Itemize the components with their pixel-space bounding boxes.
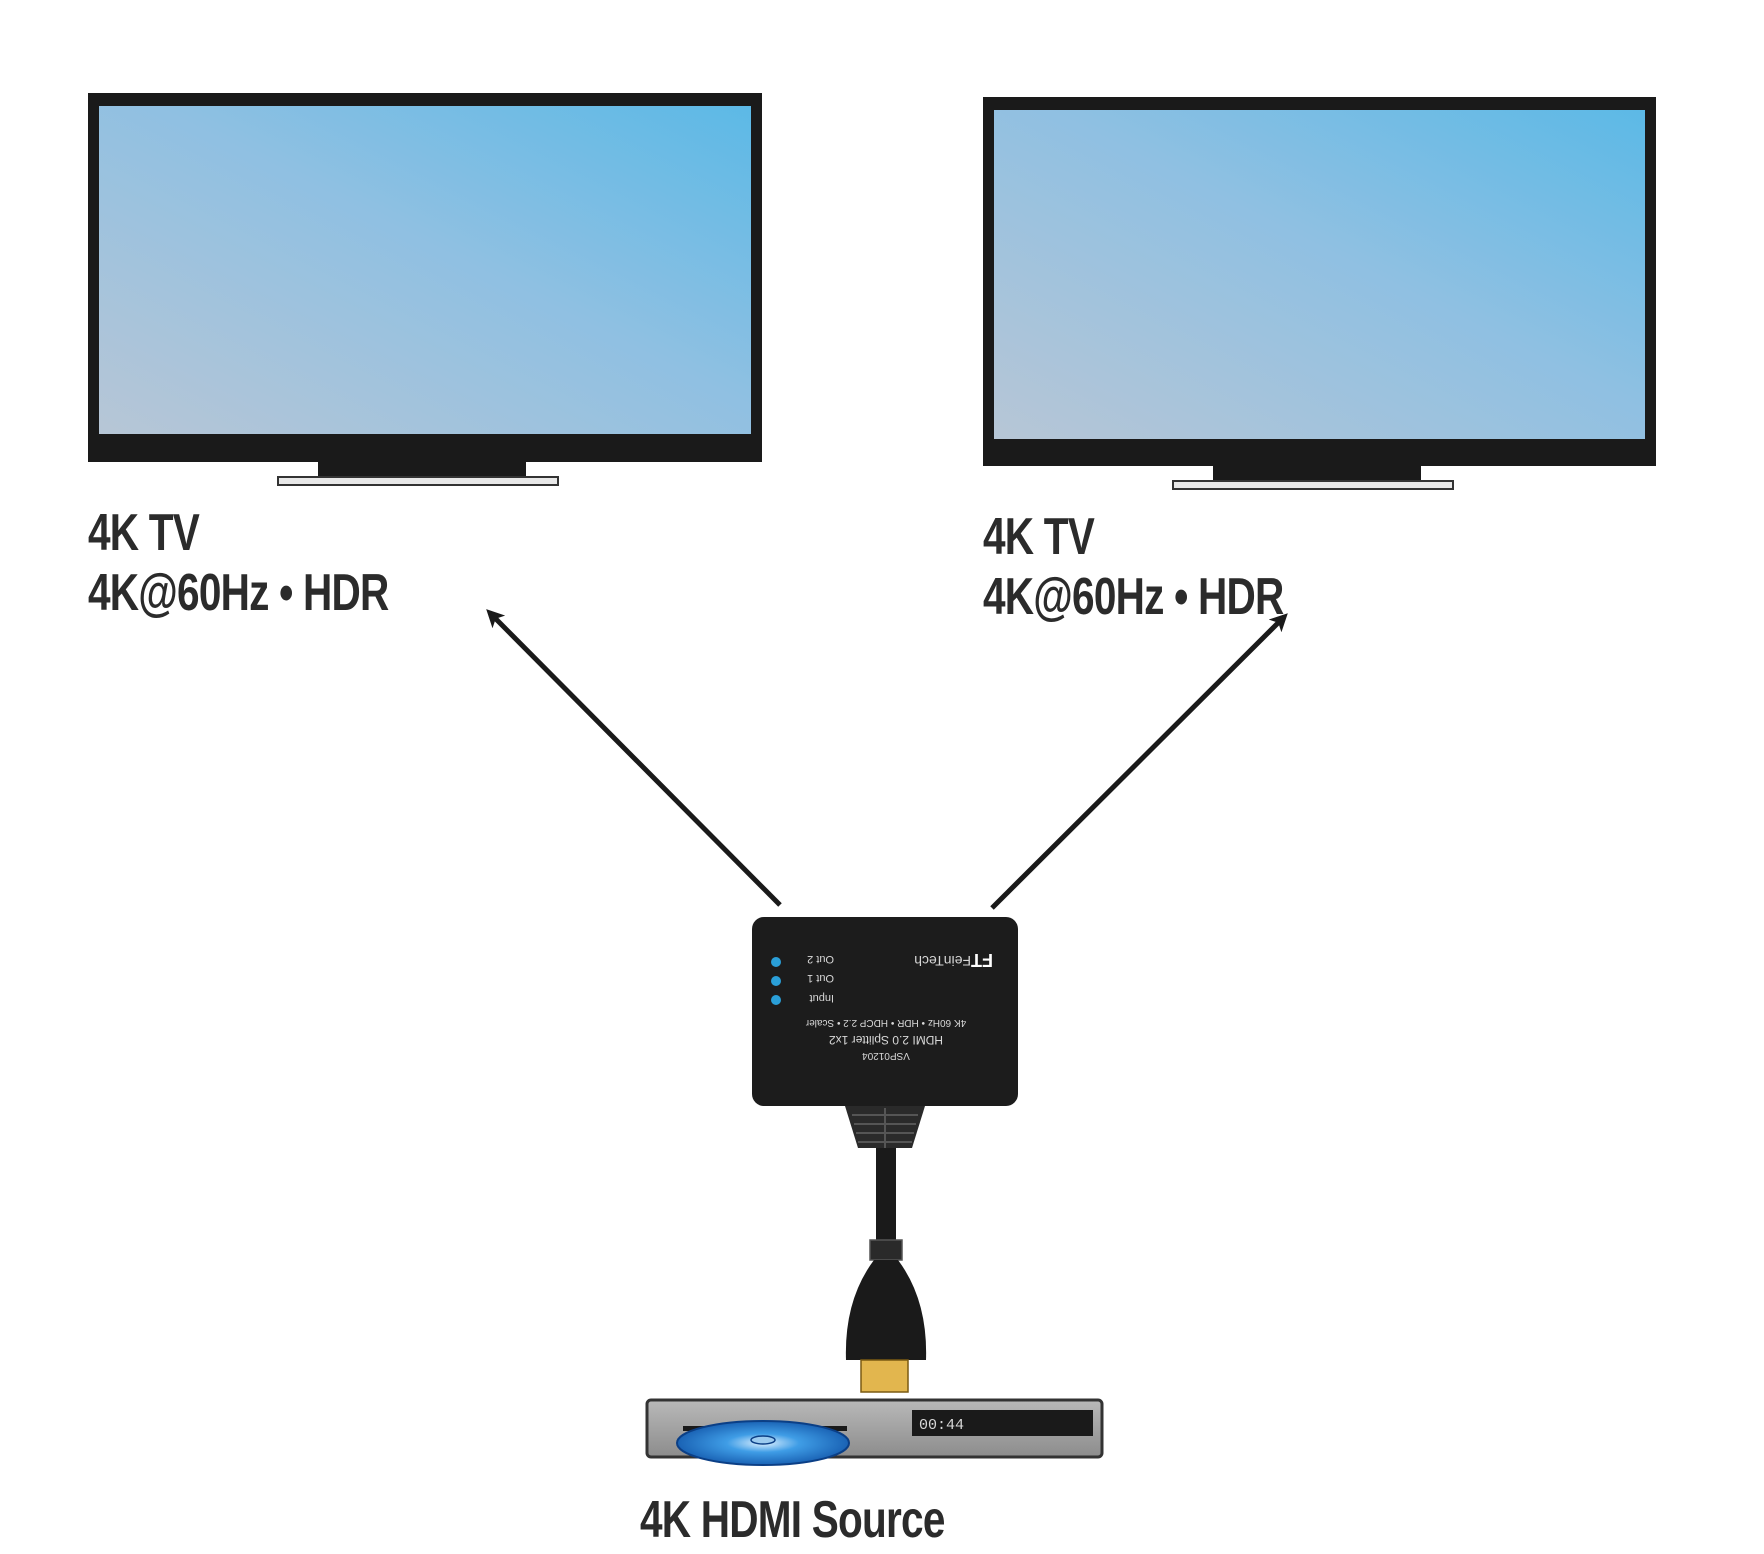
plug-body: [845, 1260, 927, 1360]
tv-left-spec: 4K@60Hz • HDR: [88, 564, 389, 622]
arrow-to-left-tv: [486, 609, 782, 907]
hdmi-splitter: Out 2 Out 1 Input FeinTech FT 4K 60Hz • …: [752, 917, 1018, 1148]
tv-left-base: [277, 476, 559, 486]
led-out-1: [771, 976, 781, 986]
hdmi-cable: [845, 1148, 927, 1393]
strain-relief-grip: [852, 1108, 918, 1148]
splitter-name: HDMI 2.0 Splitter 1x2: [829, 1033, 943, 1047]
source-player: 00:44: [645, 1398, 1104, 1466]
splitter-model: VSP01204: [862, 1050, 910, 1061]
tv-left: [88, 93, 762, 486]
tv-left-stand: [318, 462, 526, 477]
hdmi-connector: [860, 1359, 909, 1393]
tv-right-screen: [994, 110, 1645, 439]
arrow-to-right-tv: [990, 613, 1288, 910]
led-out-2: [771, 957, 781, 967]
led-label-input: Input: [810, 992, 834, 1004]
tv-left-title: 4K TV: [88, 504, 200, 562]
tv-right-title: 4K TV: [983, 508, 1095, 566]
splitter-brand: FeinTech: [914, 953, 971, 969]
source-label: 4K HDMI Source: [640, 1491, 945, 1549]
tv-right-base: [1172, 480, 1454, 490]
tv-right-spec: 4K@60Hz • HDR: [983, 568, 1284, 626]
player-display-time: 00:44: [919, 1417, 964, 1434]
tv-right: [983, 97, 1656, 490]
player-display: [912, 1410, 1093, 1436]
led-label-out-2: Out 2: [807, 953, 834, 965]
plug-collar: [869, 1239, 903, 1261]
tv-right-label: 4K TV 4K@60Hz • HDR: [983, 507, 1284, 627]
splitter-features: 4K 60Hz • HDR • HDCP 2.2 • Scaler: [805, 1017, 966, 1028]
disc-hole: [750, 1435, 776, 1445]
led-input: [771, 995, 781, 1005]
splitter-logo: FT: [971, 950, 993, 970]
cable-wire: [876, 1148, 896, 1246]
splitter-body: [752, 917, 1018, 1106]
tv-left-screen: [99, 106, 751, 434]
tv-left-label: 4K TV 4K@60Hz • HDR: [88, 503, 389, 623]
tv-right-stand: [1213, 466, 1421, 481]
led-label-out-1: Out 1: [807, 972, 834, 984]
